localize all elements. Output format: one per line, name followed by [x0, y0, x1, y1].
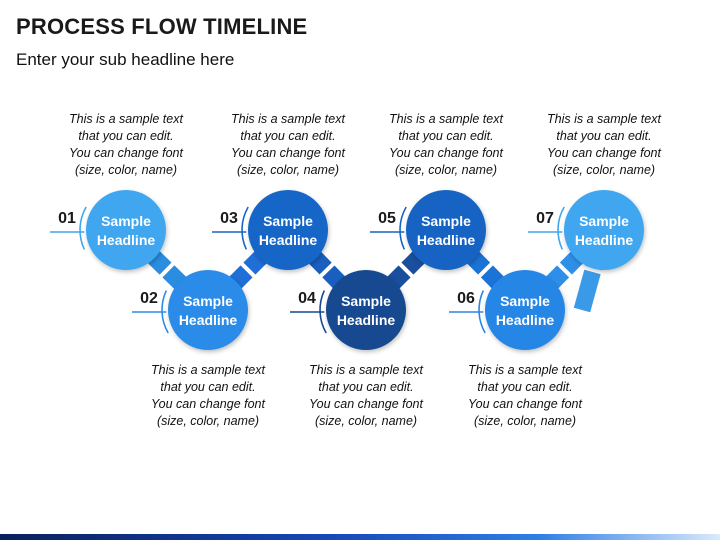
step-07-description-line: This is a sample text [547, 112, 661, 126]
step-03-circle [248, 190, 328, 270]
step-04-description-line: that you can edit. [318, 380, 414, 394]
step-04-description: This is a sample text that you can edit. Y… [286, 362, 446, 430]
step-03-description-line: (size, color, name) [236, 163, 340, 177]
step-02-headline: Sample [183, 293, 233, 309]
step-06-headline: Headline [496, 312, 555, 328]
step-05-headline: Headline [417, 232, 476, 248]
step-07-headline: Sample [579, 213, 629, 229]
step-04-circle [326, 270, 406, 350]
step-02-description-line: You can change font [151, 397, 265, 411]
step-04-description-line: You can change font [309, 397, 423, 411]
connector-gap-7 [582, 265, 604, 275]
connector-gap-2 [239, 261, 257, 279]
step-01-description-line: (size, color, name) [74, 163, 178, 177]
connector-gap-5 [476, 261, 495, 279]
step-07-description: This is a sample text that you can edit. Y… [524, 111, 684, 179]
step-07-circle [564, 190, 644, 270]
step-07-description-line: You can change font [547, 146, 661, 160]
step-03-description: This is a sample text that you can edit. Y… [208, 111, 368, 179]
step-02-circle [168, 270, 248, 350]
page-title: PROCESS FLOW TIMELINE [16, 14, 308, 39]
connector-gap-3 [318, 261, 336, 279]
step-05-description-line: (size, color, name) [394, 163, 498, 177]
step-07-headline: Headline [575, 232, 634, 248]
step-01-description-line: This is a sample text [69, 112, 183, 126]
step-07-description-line: (size, color, name) [552, 163, 656, 177]
step-02-number: 02 [140, 290, 158, 307]
step-03-description-line: You can change font [231, 146, 345, 160]
step-01-description-line: that you can edit. [78, 129, 174, 143]
step-07-description-line: that you can edit. [556, 129, 652, 143]
step-07-arc [557, 206, 565, 250]
connector-gap-4 [397, 261, 415, 279]
page-subtitle: Enter your sub headline here [16, 50, 235, 69]
step-03-description-line: This is a sample text [231, 112, 345, 126]
step-03-description-line: that you can edit. [240, 129, 336, 143]
step-06-description-line: You can change font [468, 397, 582, 411]
step-02-description-line: (size, color, name) [156, 414, 260, 428]
step-05-description-line: that you can edit. [398, 129, 494, 143]
step-06-description: This is a sample text that you can edit. Y… [445, 362, 605, 430]
step-05-circle [406, 190, 486, 270]
step-05-description-line: You can change font [389, 146, 503, 160]
step-04-description-line: This is a sample text [309, 363, 423, 377]
step-02-description: This is a sample text that you can edit. Y… [128, 362, 288, 430]
footer-accent-bar [0, 534, 720, 540]
step-06-description-line: This is a sample text [468, 363, 582, 377]
step-01-description-line: You can change font [69, 146, 183, 160]
step-01-arc [79, 206, 87, 250]
step-04-description-line: (size, color, name) [314, 414, 418, 428]
step-06-description-line: that you can edit. [477, 380, 573, 394]
step-04-headline: Headline [337, 312, 396, 328]
step-01-headline: Headline [97, 232, 156, 248]
step-05-description: This is a sample text that you can edit. Y… [366, 111, 526, 179]
step-02-headline: Headline [179, 312, 238, 328]
step-06-headline: Sample [500, 293, 550, 309]
step-07-number: 07 [536, 210, 554, 227]
step-03-headline: Sample [263, 213, 313, 229]
step-04-number: 04 [298, 290, 316, 307]
connector-gap-6 [555, 261, 574, 279]
step-06-number: 06 [457, 290, 475, 307]
step-03-arc [241, 206, 249, 250]
step-03-headline: Headline [259, 232, 318, 248]
step-01-number: 01 [58, 210, 76, 227]
step-05-arc [399, 206, 407, 250]
step-05-headline: Sample [421, 213, 471, 229]
step-02-description-line: that you can edit. [160, 380, 256, 394]
step-06-description-line: (size, color, name) [473, 414, 577, 428]
step-01-headline: Sample [101, 213, 151, 229]
step-03-number: 03 [220, 210, 238, 227]
step-05-description-line: This is a sample text [389, 112, 503, 126]
step-01-circle [86, 190, 166, 270]
connector-gap-1 [158, 261, 176, 279]
step-06-circle [485, 270, 565, 350]
step-05-number: 05 [378, 210, 396, 227]
step-04-headline: Sample [341, 293, 391, 309]
step-02-description-line: This is a sample text [151, 363, 265, 377]
step-01-description: This is a sample text that you can edit. Y… [46, 111, 206, 179]
